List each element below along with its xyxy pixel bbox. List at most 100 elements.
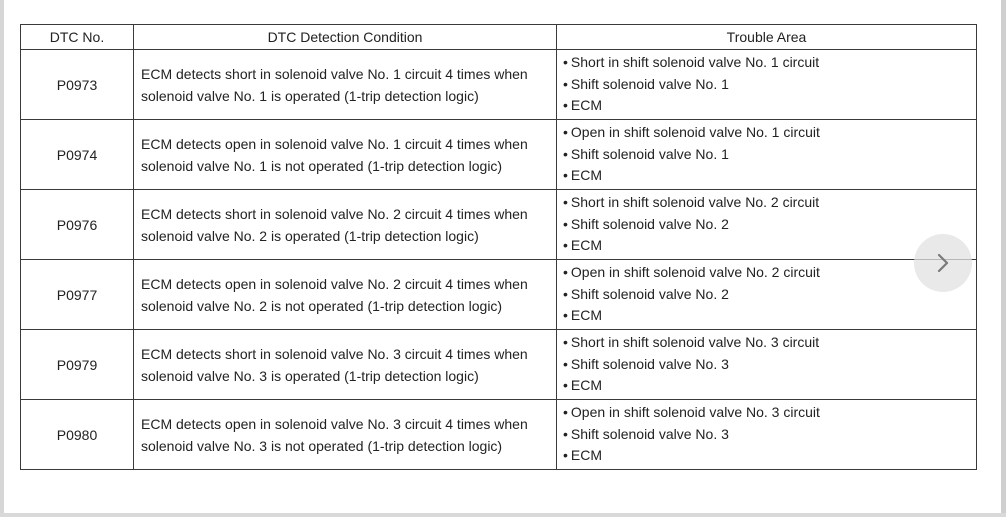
- table-row: P0977 ECM detects open in solenoid valve …: [20, 259, 977, 330]
- trouble-area-text: Shift solenoid valve No. 2: [570, 285, 729, 302]
- dtc-table: DTC No. DTC Detection Condition Trouble …: [20, 24, 977, 470]
- bullet-icon: •: [563, 215, 568, 232]
- bullet-icon: •: [563, 447, 568, 464]
- bullet-icon: •: [563, 334, 568, 351]
- bullet-icon: •: [563, 124, 568, 141]
- trouble-area-item: •Shift solenoid valve No. 2: [563, 214, 976, 236]
- trouble-area-item: •Open in shift solenoid valve No. 1 circ…: [563, 122, 976, 144]
- condition-line: ECM detects open in solenoid valve No. 3…: [141, 415, 528, 432]
- detection-condition-cell: ECM detects short in solenoid valve No. …: [133, 49, 557, 120]
- bullet-icon: •: [563, 54, 568, 71]
- condition-line: solenoid valve No. 1 is operated (1-trip…: [141, 87, 479, 104]
- condition-line: ECM detects short in solenoid valve No. …: [141, 65, 528, 82]
- table-row: P0979 ECM detects short in solenoid valve…: [20, 329, 977, 400]
- trouble-area-cell: •Short in shift solenoid valve No. 1 cir…: [556, 49, 977, 120]
- condition-line: ECM detects open in solenoid valve No. 1…: [141, 135, 528, 152]
- detection-condition-cell: ECM detects open in solenoid valve No. 3…: [133, 399, 557, 470]
- bullet-icon: •: [563, 264, 568, 281]
- header-dtc-no: DTC No.: [20, 24, 134, 50]
- detection-condition-cell: ECM detects short in solenoid valve No. …: [133, 329, 557, 400]
- condition-line: ECM detects short in solenoid valve No. …: [141, 205, 528, 222]
- trouble-area-item: •Short in shift solenoid valve No. 3 cir…: [563, 332, 976, 354]
- trouble-area-cell: •Short in shift solenoid valve No. 3 cir…: [556, 329, 977, 400]
- bullet-icon: •: [563, 194, 568, 211]
- trouble-area-text: ECM: [570, 237, 603, 254]
- bullet-icon: •: [563, 75, 568, 92]
- bullet-icon: •: [563, 404, 568, 421]
- trouble-area-text: Open in shift solenoid valve No. 3 circu…: [570, 404, 820, 421]
- trouble-area-item: •Short in shift solenoid valve No. 2 cir…: [563, 192, 976, 214]
- document-page: DTC No. DTC Detection Condition Trouble …: [4, 0, 1001, 513]
- trouble-area-text: ECM: [570, 377, 603, 394]
- bullet-icon: •: [563, 237, 568, 254]
- trouble-area-text: ECM: [570, 167, 603, 184]
- trouble-area-item: •Open in shift solenoid valve No. 3 circ…: [563, 402, 976, 424]
- table-row: P0980 ECM detects open in solenoid valve …: [20, 399, 977, 470]
- table-header-row: DTC No. DTC Detection Condition Trouble …: [20, 24, 977, 50]
- dtc-code-cell: P0974: [20, 119, 134, 190]
- table-row: P0974 ECM detects open in solenoid valve …: [20, 119, 977, 190]
- trouble-area-cell: •Short in shift solenoid valve No. 2 cir…: [556, 189, 977, 260]
- bullet-icon: •: [563, 377, 568, 394]
- bullet-icon: •: [563, 307, 568, 324]
- detection-condition-cell: ECM detects open in solenoid valve No. 1…: [133, 119, 557, 190]
- condition-line: solenoid valve No. 2 is operated (1-trip…: [141, 227, 479, 244]
- trouble-area-text: Open in shift solenoid valve No. 1 circu…: [570, 124, 820, 141]
- trouble-area-item: •Shift solenoid valve No. 1: [563, 74, 976, 96]
- trouble-area-text: ECM: [570, 447, 603, 464]
- bullet-icon: •: [563, 355, 568, 372]
- header-detection-condition: DTC Detection Condition: [133, 24, 557, 50]
- trouble-area-item: •ECM: [563, 235, 976, 257]
- bullet-icon: •: [563, 285, 568, 302]
- detection-condition-cell: ECM detects open in solenoid valve No. 2…: [133, 259, 557, 330]
- viewer-scrollbar[interactable]: [1001, 0, 1006, 517]
- dtc-code-cell: P0979: [20, 329, 134, 400]
- trouble-area-item: •Shift solenoid valve No. 1: [563, 144, 976, 166]
- trouble-area-item: •Open in shift solenoid valve No. 2 circ…: [563, 262, 976, 284]
- dtc-code-cell: P0976: [20, 189, 134, 260]
- trouble-area-text: Short in shift solenoid valve No. 3 circ…: [570, 334, 820, 351]
- bullet-icon: •: [563, 145, 568, 162]
- trouble-area-item: •ECM: [563, 445, 976, 467]
- trouble-area-item: •Shift solenoid valve No. 3: [563, 354, 976, 376]
- condition-line: ECM detects short in solenoid valve No. …: [141, 345, 528, 362]
- trouble-area-text: Shift solenoid valve No. 1: [570, 145, 729, 162]
- trouble-area-text: Short in shift solenoid valve No. 2 circ…: [570, 194, 820, 211]
- detection-condition-cell: ECM detects short in solenoid valve No. …: [133, 189, 557, 260]
- trouble-area-text: Shift solenoid valve No. 1: [570, 75, 729, 92]
- table-row: P0973 ECM detects short in solenoid valve…: [20, 49, 977, 120]
- trouble-area-item: •ECM: [563, 165, 976, 187]
- trouble-area-text: Open in shift solenoid valve No. 2 circu…: [570, 264, 820, 281]
- trouble-area-item: •ECM: [563, 375, 976, 397]
- trouble-area-text: ECM: [570, 97, 603, 114]
- condition-line: ECM detects open in solenoid valve No. 2…: [141, 275, 528, 292]
- trouble-area-cell: •Open in shift solenoid valve No. 1 circ…: [556, 119, 977, 190]
- condition-line: solenoid valve No. 3 is operated (1-trip…: [141, 367, 479, 384]
- trouble-area-item: •ECM: [563, 305, 976, 327]
- trouble-area-text: Shift solenoid valve No. 3: [570, 425, 729, 442]
- dtc-code-cell: P0973: [20, 49, 134, 120]
- condition-line: solenoid valve No. 3 is not operated (1-…: [141, 437, 503, 454]
- bullet-icon: •: [563, 167, 568, 184]
- trouble-area-cell: •Open in shift solenoid valve No. 3 circ…: [556, 399, 977, 470]
- dtc-code-cell: P0977: [20, 259, 134, 330]
- viewer-left-border: [0, 0, 4, 517]
- bullet-icon: •: [563, 97, 568, 114]
- trouble-area-cell: •Open in shift solenoid valve No. 2 circ…: [556, 259, 977, 330]
- condition-line: solenoid valve No. 2 is not operated (1-…: [141, 297, 503, 314]
- dtc-code-cell: P0980: [20, 399, 134, 470]
- trouble-area-text: Short in shift solenoid valve No. 1 circ…: [570, 54, 820, 71]
- trouble-area-text: Shift solenoid valve No. 2: [570, 215, 729, 232]
- viewer-bottom-border: [0, 513, 1006, 517]
- chevron-right-icon: [937, 253, 949, 273]
- trouble-area-text: ECM: [570, 307, 603, 324]
- trouble-area-item: •Shift solenoid valve No. 3: [563, 424, 976, 446]
- condition-line: solenoid valve No. 1 is not operated (1-…: [141, 157, 503, 174]
- table-row: P0976 ECM detects short in solenoid valve…: [20, 189, 977, 260]
- trouble-area-item: •Short in shift solenoid valve No. 1 cir…: [563, 52, 976, 74]
- next-page-button[interactable]: [914, 234, 972, 292]
- trouble-area-text: Shift solenoid valve No. 3: [570, 355, 729, 372]
- bullet-icon: •: [563, 425, 568, 442]
- trouble-area-item: •ECM: [563, 95, 976, 117]
